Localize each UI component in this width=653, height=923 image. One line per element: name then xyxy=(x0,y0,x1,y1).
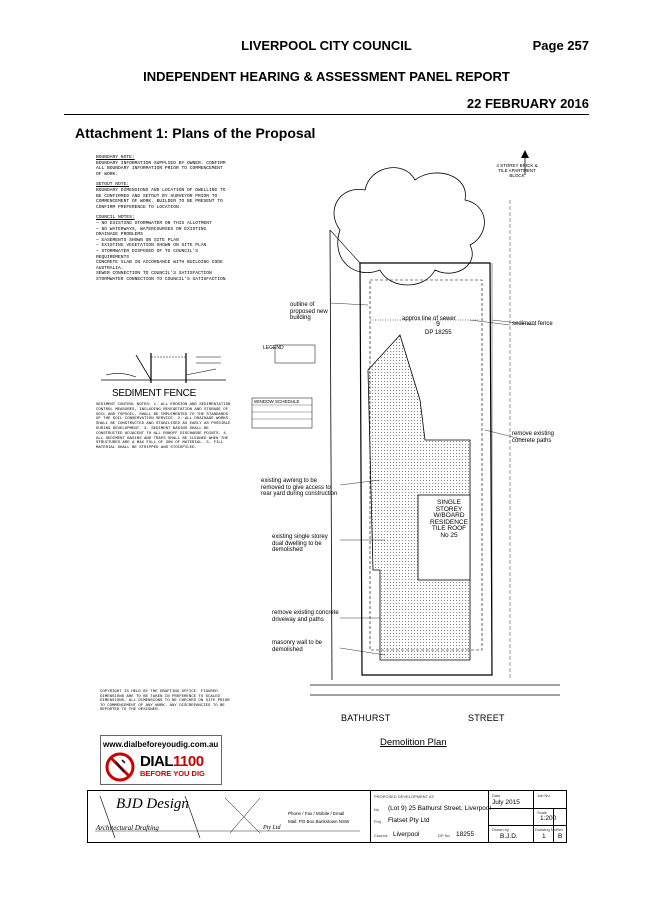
residence-line: STOREY xyxy=(435,505,463,513)
firm-pty: Pty Ltd xyxy=(263,825,281,831)
general-notes: BOUNDARY NOTE: BOUNDARY INFORMATION SUPP… xyxy=(96,155,231,287)
drawn-value: B.J.D. xyxy=(500,833,518,840)
council-note: — EXISTING VEGETATION SHOWN ON SITE PLAN xyxy=(96,243,207,249)
street-name-b: STREET xyxy=(468,713,505,723)
setout-note-title: SETOUT NOTE: xyxy=(96,182,130,188)
dial-url: www.dialbeforeyoudig.com.au xyxy=(103,740,219,749)
label-sediment-fence: sediment fence xyxy=(512,321,553,327)
rev-label: Rev xyxy=(556,827,564,832)
council-value: Liverpool xyxy=(393,831,420,838)
drawing-no-label: Drawing No xyxy=(535,827,556,832)
proj-value: Flatset Pty Ltd xyxy=(388,817,430,824)
residence-line: TILE ROOF xyxy=(431,525,467,532)
proj-label: Proj xyxy=(374,819,382,824)
demolition-site-plan xyxy=(251,150,560,696)
window-schedule-title: WINDOW SCHEDULE xyxy=(254,399,300,404)
dp-label: DP No xyxy=(438,833,450,838)
tb-divider xyxy=(370,791,371,842)
tb-divider xyxy=(488,808,566,809)
firm-contact: Phone / Fax / Mobile / Email xyxy=(288,811,345,816)
header-divider xyxy=(64,114,589,115)
drawing-no-value: 1 xyxy=(542,833,546,840)
street-name-a: BATHURST xyxy=(341,713,391,723)
council-label: Council xyxy=(374,833,388,838)
dial-number: DIAL1100 xyxy=(140,753,204,770)
firm-name: BJD Design xyxy=(116,796,189,812)
council-note: STORMWATER CONNECTION TO COUNCIL'S SATIS… xyxy=(96,276,226,282)
council-name: LIVERPOOL CITY COUNCIL xyxy=(241,38,412,53)
tb-divider xyxy=(533,791,534,842)
proposed-outline xyxy=(369,279,483,651)
existing-residence xyxy=(417,494,471,581)
tb-divider xyxy=(553,808,554,842)
label-remove-driveway: remove existing concrete driveway and pa… xyxy=(272,610,339,623)
council-note: — EASEMENTS SHOWN ON SITE PLAN xyxy=(96,237,179,243)
apartment-label: 4 STOREY BRICK & TILE APARTMENT BLOCK xyxy=(496,163,538,178)
council-note: SEWER CONNECTION TO COUNCIL'S SATISFACTI… xyxy=(96,271,212,277)
council-notes-title: COUNCIL NOTES: xyxy=(96,215,135,221)
no-dig-icon xyxy=(105,752,135,782)
residence-line: SINGLE xyxy=(437,499,461,506)
dial-digits: 1100 xyxy=(173,753,204,770)
title-block: BJD Design Architectural Drafting Pty Lt… xyxy=(87,790,567,843)
dev-address: (Lot 9) 25 Bathurst Street, Liverpool xyxy=(388,805,491,812)
firm-address: Mail: PO Box Bankstown NSW xyxy=(288,819,350,824)
legend-title: LEGEND xyxy=(263,345,284,351)
label-single-storey-2: dual dwelling to be demolished xyxy=(272,540,322,554)
residence-line: RESIDENCE xyxy=(430,518,468,526)
tb-divider xyxy=(488,791,489,842)
setout-note-text: BOUNDARY DIMENSIONS AND LOCATION OF DWEL… xyxy=(96,187,226,210)
copyright-fine-print: COPYRIGHT IS HELD BY THE DRAFTING OFFICE… xyxy=(100,690,230,713)
date-label: Date xyxy=(492,793,501,798)
firm-logo xyxy=(95,795,360,839)
drawn-label: Drawn by xyxy=(492,827,509,832)
north-arrow-icon xyxy=(521,150,529,175)
sediment-fence-title: SEDIMENT FENCE xyxy=(112,388,196,399)
window-schedule-box xyxy=(251,397,313,429)
dev-no-label: No xyxy=(374,807,380,812)
council-note: CONCRETE SLAB IN ACCORDANCE WITH BUILDIN… xyxy=(96,260,223,271)
date-value: July 2015 xyxy=(492,799,520,806)
boundary-note-title: BOUNDARY NOTE: xyxy=(96,155,135,160)
tree-canopy xyxy=(333,167,485,286)
council-note: — NO WATERWAYS, WATERCOURSES OR EXISTING… xyxy=(96,226,207,238)
label-remove-paths: remove existing concrete paths xyxy=(512,431,555,444)
dev-label: PROPOSED DEVELOPMENT AT: xyxy=(374,794,435,799)
scale-value: 1:200 xyxy=(540,815,557,822)
label-awning: existing awning to be removed to give ac… xyxy=(261,478,338,497)
report-date: 22 FEBRUARY 2016 xyxy=(466,96,589,111)
lot-number: 9 xyxy=(436,321,440,328)
firm-subtitle: Architectural Drafting xyxy=(96,824,159,832)
council-note: — STORMWATER DISPOSED OF TO COUNCIL'S RE… xyxy=(96,248,198,260)
rev-value: B xyxy=(558,833,563,840)
dp-value: 18255 xyxy=(456,831,475,838)
label-sewer: approx line of sewer xyxy=(402,316,456,322)
boundary-note-text: BOUNDARY INFORMATION SUPPLIED BY OWNER. … xyxy=(96,160,226,177)
attachment-title: Attachment 1: Plans of the Proposal xyxy=(75,125,316,141)
sediment-fence-detail xyxy=(101,353,226,383)
residence-line: W/BOARD xyxy=(433,512,465,519)
sediment-control-notes: SEDIMENT CONTROL NOTES: 1. ALL EROSION A… xyxy=(96,403,231,451)
dial-slogan: BEFORE YOU DIG xyxy=(140,769,205,778)
drawing-title: Demolition Plan xyxy=(380,737,447,748)
job-label: Job No xyxy=(537,793,550,798)
scale-label: Scale xyxy=(537,810,548,815)
label-single-storey-1: existing single storey xyxy=(272,534,328,540)
label-outline: outline of proposed new building xyxy=(290,302,328,321)
label-masonry: masonry wall to be demolished xyxy=(272,640,323,653)
report-title: INDEPENDENT HEARING & ASSESSMENT PANEL R… xyxy=(143,69,510,84)
dial-word: DIAL xyxy=(140,753,174,770)
legend-box xyxy=(274,344,316,364)
residence-line: No 25 xyxy=(440,531,458,539)
dial-before-you-dig-box xyxy=(100,735,222,785)
label-residence: SINGLE STOREY W/BOARD RESIDENCE TILE ROO… xyxy=(424,499,474,539)
tb-divider xyxy=(488,825,566,826)
dp-number: DP 18255 xyxy=(425,330,452,336)
council-note: — NO EXISTING STORMWATER ON THIS ALLOTME… xyxy=(96,220,212,226)
page-number: Page 257 xyxy=(532,38,589,53)
